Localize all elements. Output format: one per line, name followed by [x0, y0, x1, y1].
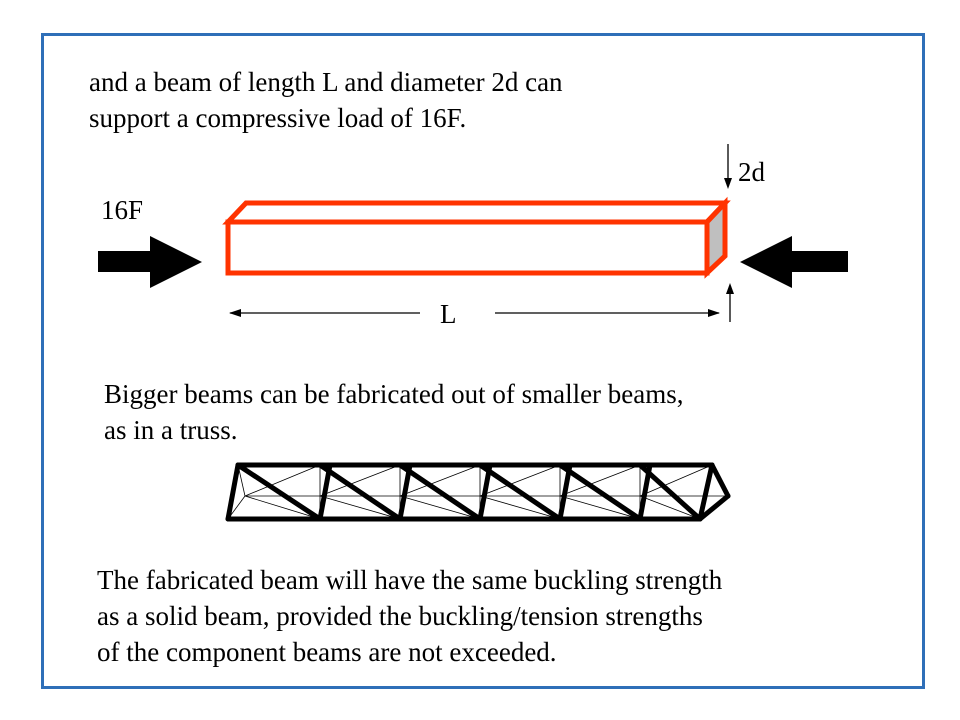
load-label: 16F	[101, 195, 144, 225]
intro-text: and a beam of length L and diameter 2d c…	[89, 64, 563, 136]
intro-line-1: and a beam of length L and diameter 2d c…	[89, 67, 563, 97]
truss	[225, 462, 731, 522]
conclusion-line-2: as a solid beam, provided the buckling/t…	[97, 601, 703, 631]
conclusion-line-1: The fabricated beam will have the same b…	[97, 565, 723, 595]
beam-front-face	[225, 219, 710, 276]
slide-frame	[41, 33, 925, 689]
beam-top-face	[222, 200, 731, 225]
diameter-dimension	[724, 144, 734, 322]
diameter-label: 2d	[738, 157, 765, 187]
truss-caption-line-1: Bigger beams can be fabricated out of sm…	[104, 379, 684, 409]
length-label: L	[440, 299, 457, 329]
truss-caption-line-2: as in a truss.	[104, 415, 238, 445]
length-dimension	[229, 309, 720, 317]
intro-line-2: support a compressive load of 16F.	[89, 103, 467, 133]
conclusion-text: The fabricated beam will have the same b…	[97, 562, 722, 670]
conclusion-line-3: of the component beams are not exceeded.	[97, 637, 557, 667]
truss-caption: Bigger beams can be fabricated out of sm…	[104, 376, 684, 448]
right-load-arrow	[740, 236, 848, 288]
left-load-arrow	[98, 236, 202, 288]
